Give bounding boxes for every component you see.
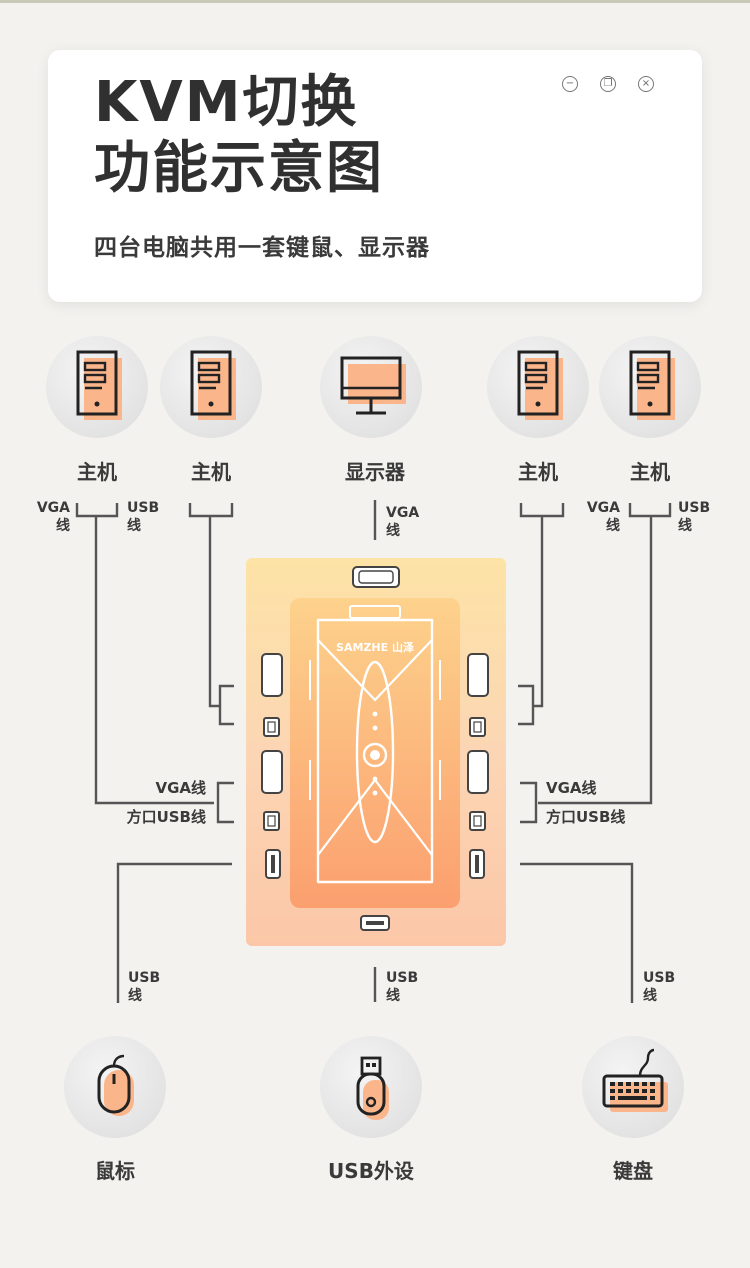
minimize-icon[interactable]: −: [562, 76, 578, 92]
left-vga-port-label: VGA线: [155, 779, 206, 797]
usb-device-cable-label: USB 线: [386, 970, 419, 1004]
page-title: KVM切换 功能示意图: [94, 70, 384, 201]
close-icon[interactable]: ×: [638, 76, 654, 92]
left-port-bracket-1: [218, 684, 234, 726]
monitor-vga-cable-label: VGA 线: [386, 505, 420, 539]
host4-vga-wire: [538, 516, 653, 805]
host3-node: [487, 336, 589, 438]
host1-usb-cable-label: USB 线: [127, 500, 160, 534]
keyboard-icon: [602, 1048, 668, 1112]
right-vga-port-2: [467, 750, 489, 794]
bottom-usb-port: [360, 915, 390, 931]
host3-wire: [533, 516, 544, 708]
top-border: [0, 0, 750, 3]
host1-node: [46, 336, 148, 438]
usb-device-label: USB外设: [328, 1159, 414, 1183]
right-usb-port-2: [469, 811, 486, 831]
monitor-vga-port: [352, 566, 400, 588]
usb-drive-icon: [356, 1056, 389, 1120]
host2-label: 主机: [191, 460, 231, 484]
right-usb-a-port: [469, 849, 485, 879]
computer-tower-icon: [629, 350, 675, 420]
monitor-label: 显示器: [345, 460, 405, 484]
monitor-icon: [340, 356, 406, 415]
mouse-icon: [97, 1054, 134, 1116]
right-vga-port-1: [467, 653, 489, 697]
right-usb-port-1: [469, 717, 486, 737]
right-vga-port-label: VGA线: [546, 779, 597, 797]
host1-vga-wire: [94, 516, 214, 805]
left-port-bracket-2: [216, 781, 234, 824]
left-usb-port-label: 方口USB线: [126, 808, 206, 826]
keyboard-node: [582, 1036, 684, 1138]
keyboard-usb-cable-label: USB 线: [643, 970, 676, 1004]
keyboard-wire: [520, 862, 634, 1003]
left-usb-port-2: [263, 811, 280, 831]
left-vga-port-2: [261, 750, 283, 794]
host1-vga-cable-label: VGA 线: [36, 500, 70, 534]
host4-usb-cable-label: USB 线: [678, 500, 711, 534]
right-port-bracket-2: [520, 781, 538, 824]
keyboard-label: 键盘: [613, 1159, 653, 1183]
right-usb-port-label: 方口USB线: [546, 808, 626, 826]
mouse-label: 鼠标: [95, 1159, 135, 1183]
header-card: KVM切换 功能示意图 四台电脑共用一套键鼠、显示器 − ❐ ×: [48, 50, 702, 302]
page-subtitle: 四台电脑共用一套键鼠、显示器: [94, 235, 430, 261]
computer-tower-icon: [76, 350, 122, 420]
restore-icon[interactable]: ❐: [600, 76, 616, 92]
right-port-bracket-1: [518, 684, 535, 726]
host2-wire: [208, 516, 220, 708]
monitor-node: [320, 336, 422, 438]
host4-vga-cable-label: VGA 线: [586, 500, 620, 534]
mouse-usb-cable-label: USB 线: [128, 970, 161, 1004]
left-usb-a-port: [265, 849, 281, 879]
computer-tower-icon: [190, 350, 236, 420]
device-brand: SAMZHE 山泽: [336, 640, 414, 654]
host3-label: 主机: [518, 460, 558, 484]
host2-node: [160, 336, 262, 438]
left-usb-port-1: [263, 717, 280, 737]
usb-device-node: [320, 1036, 422, 1138]
mouse-wire: [116, 862, 232, 1003]
left-vga-port-1: [261, 653, 283, 697]
computer-tower-icon: [517, 350, 563, 420]
host1-label: 主机: [77, 460, 117, 484]
host4-label: 主机: [630, 460, 670, 484]
mouse-node: [64, 1036, 166, 1138]
switch-button: [362, 742, 388, 768]
host4-node: [599, 336, 701, 438]
